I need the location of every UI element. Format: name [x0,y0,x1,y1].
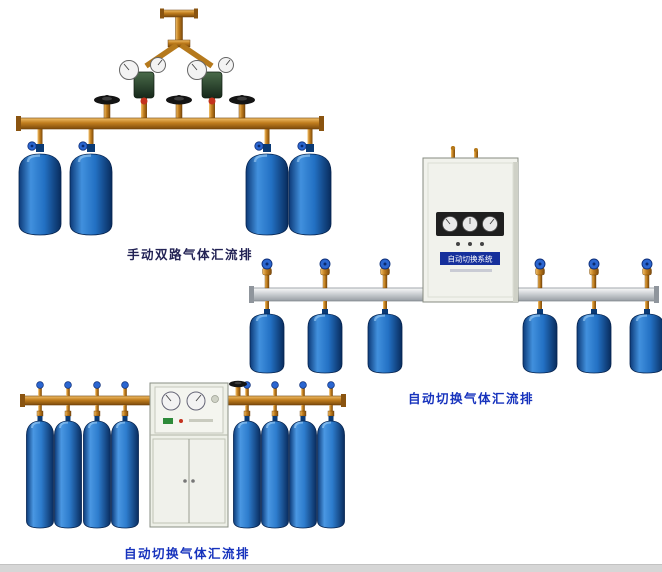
page-bottom-strip [0,564,662,572]
control-cabinet: 自动切换系统 [422,146,519,303]
shutoff-valve-handwheel [228,94,256,119]
gas-cylinder [68,140,114,237]
regulator-station-right [187,57,234,118]
gas-cylinder [366,299,404,375]
cylinder-valve [36,381,44,397]
shutoff-valve-handwheel [165,94,193,119]
cylinder-valve [327,381,335,397]
gas-cylinder [288,404,318,529]
gas-cylinder [316,404,346,529]
cylinder-valve [534,258,546,289]
cylinder-valve [319,258,331,289]
auto-switch-manifold-illustration: 自动切换系统 [248,146,662,375]
shutoff-valve-handwheel [229,380,247,396]
product-figure-manual-dual-manifold [12,8,334,244]
product-caption-auto-switch-cabinet: 自动切换气体汇流排 [407,391,534,406]
gas-cylinder [521,299,559,375]
gas-cylinder [306,299,344,375]
regulator-station-left [119,57,166,118]
cylinder-valve [64,381,72,397]
product-caption-auto-switch-tall: 自动切换气体汇流排 [123,546,250,561]
gas-cylinder [25,404,55,529]
auto-switch-tall-illustration [20,380,346,529]
cylinder-valve [121,381,129,397]
manual-dual-manifold-illustration [16,8,333,237]
cabinet-nameplate-text: 自动切换系统 [448,254,493,264]
gas-cylinder [53,404,83,529]
cylinder-valve [588,258,600,289]
gas-cylinder [110,404,140,529]
cylinder-drop-pipes [37,127,313,147]
control-cabinet [149,382,229,528]
cabinet-nameplate [440,252,500,265]
product-figure-auto-switch-tall [16,376,354,538]
cylinder-valve [379,258,391,289]
cylinder-valve [641,258,653,289]
cylinder-valve [93,381,101,397]
cylinder-valve [299,381,307,397]
gas-cylinder [260,404,290,529]
gas-cylinder [17,140,63,237]
cylinder-valve [271,381,279,397]
gas-cylinder [248,299,286,375]
product-caption-manual-dual: 手动双路气体汇流排 [126,247,253,262]
cylinder-valve [261,258,273,289]
gas-cylinder [628,299,662,375]
gas-cylinder [575,299,613,375]
manifold-pipe [16,116,324,131]
shutoff-valve-handwheel [93,94,121,119]
gas-cylinder [232,404,262,529]
product-figure-auto-switch-cabinet: 自动切换系统 [244,146,662,381]
gas-cylinder [82,404,112,529]
